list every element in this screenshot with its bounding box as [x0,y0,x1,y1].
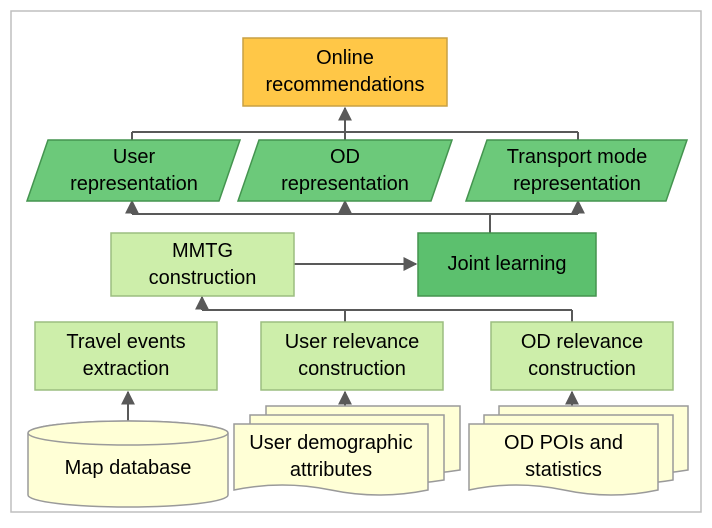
node-od-relevance-construction [490,321,674,391]
node-transport-representation [464,139,689,202]
node-user-demographic-attributes [233,405,461,496]
node-user-representation [25,139,242,202]
node-od-representation [236,139,454,202]
node-mmtg-construction [110,232,295,297]
node-od-pois-statistics [468,405,689,496]
diagram-frame [10,10,702,513]
node-user-relevance-construction [260,321,444,391]
node-online-recommendations [242,37,448,107]
node-travel-events-extraction [34,321,218,391]
node-map-database [27,420,229,508]
node-joint-learning [417,232,597,297]
